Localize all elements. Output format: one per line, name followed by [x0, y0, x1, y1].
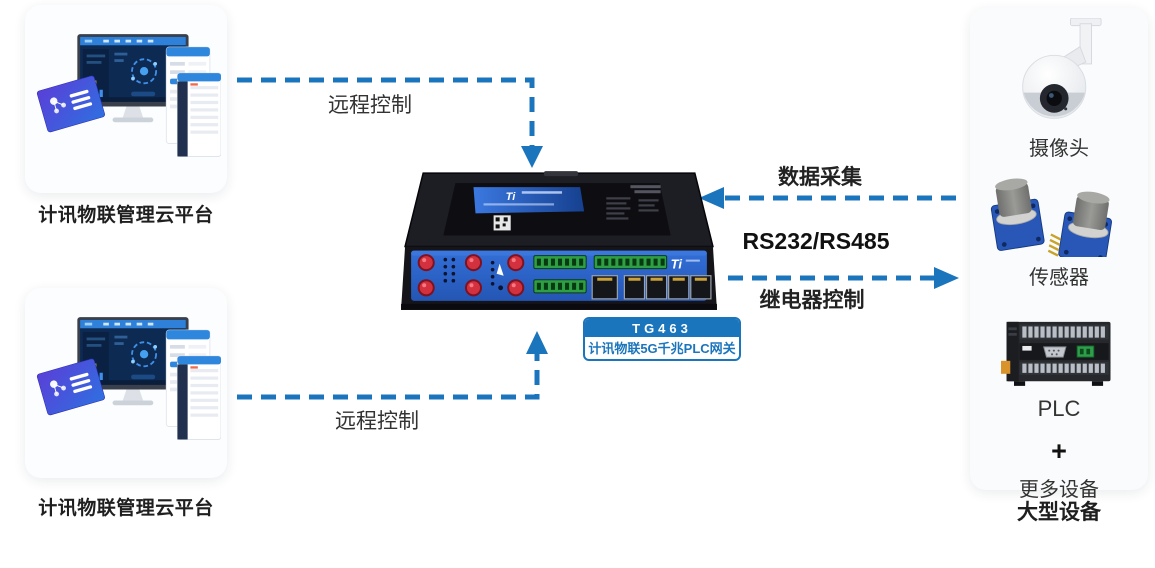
antenna-ports: [417, 254, 525, 297]
gateway-model: TG463: [585, 319, 739, 337]
app-panel-back: [176, 72, 221, 157]
gateway-badge: TG463 计讯物联5G千兆PLC网关: [583, 317, 741, 361]
plus-icon: +: [1051, 436, 1067, 466]
camera-icon: [1022, 18, 1102, 119]
arrowhead-up-icon: [526, 331, 548, 354]
label-remote-control-bottom: 远程控制: [335, 410, 419, 433]
tablet: [36, 75, 105, 133]
gateway-illustration-icon: Ti: [401, 171, 717, 310]
cloud-platform-label-top: 计讯物联管理云平台: [38, 205, 214, 226]
label-remote-control-top: 远程控制: [328, 94, 412, 117]
tablet: [36, 358, 105, 416]
gateway-name: 计讯物联5G千兆PLC网关: [588, 341, 736, 356]
label-rs232-rs485: RS232/RS485: [742, 228, 890, 254]
cloud-platform-illustration-icon: [36, 34, 221, 157]
gateway-device: Ti: [393, 166, 725, 314]
cloud-platform-card-top: [25, 5, 227, 193]
camera-label: 摄像头: [1029, 138, 1089, 160]
label-data-collection: 数据采集: [778, 166, 862, 189]
device-item-sensor: 传感器: [980, 177, 1138, 290]
status-leds: [443, 257, 504, 291]
arrow-line-remote-bottom: [237, 354, 540, 400]
sensor-label: 传感器: [1029, 267, 1089, 289]
cloud-platform-illustration-icon: [36, 317, 221, 440]
label-relay-control: 继电器控制: [759, 289, 865, 312]
large-equipment-caption: 大型设备: [1017, 501, 1101, 524]
field-devices-card: 摄像头: [970, 8, 1148, 501]
plc-icon: [1001, 321, 1111, 386]
panel-marker: [496, 263, 504, 276]
gateway-brand-text: Ti: [671, 257, 683, 272]
gateway-brand-text: Ti: [506, 191, 517, 203]
device-item-plc: PLC: [1001, 312, 1117, 422]
ethernet-ports: [591, 275, 712, 300]
arrowhead-right-icon: [934, 267, 959, 289]
app-panel-back: [176, 355, 221, 440]
cloud-platform-label-bottom: 计讯物联管理云平台: [38, 498, 214, 519]
terminal-blocks: [533, 255, 668, 294]
sensor-icon: [990, 178, 1112, 257]
more-devices-label: 更多设备: [1019, 479, 1099, 501]
arrowhead-down-icon: [521, 146, 543, 168]
plc-label: PLC: [1037, 396, 1081, 421]
cloud-platform-card-bottom: [25, 288, 227, 478]
device-item-camera: 摄像头: [1011, 18, 1107, 161]
